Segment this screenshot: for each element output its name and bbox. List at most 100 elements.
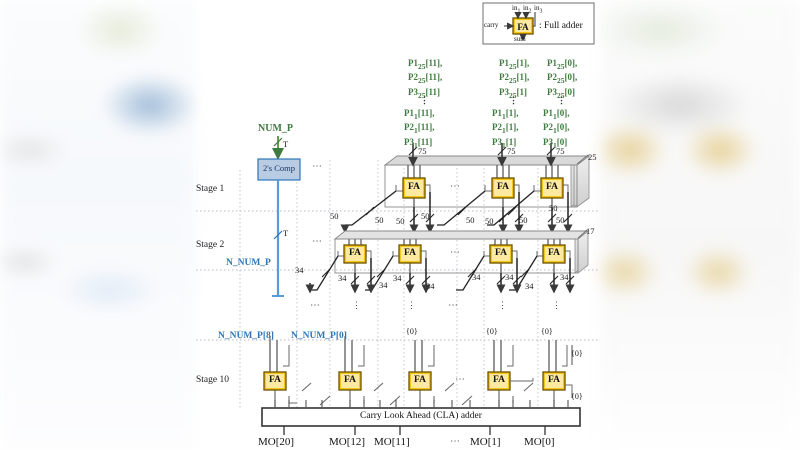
stage1-input-buses — [408, 143, 556, 167]
stage2-fa-row — [337, 239, 571, 273]
stage2-output-wires — [305, 258, 575, 294]
output-mo-11: MO[11] — [374, 436, 410, 448]
n-num-p-width-label: T — [283, 228, 289, 238]
mid-vdots-1: ⋮ — [352, 300, 361, 310]
bus-width-75-b: 75 — [507, 146, 516, 156]
pp-col1-top: P125[11], P225[11], P325[11] — [408, 58, 443, 100]
zero-const-5: {0} — [571, 392, 583, 401]
cla-adder-box[interactable] — [261, 407, 581, 427]
stage2-depth-label: 17 — [586, 226, 595, 236]
mid-hdots-left: ⋯ — [310, 300, 321, 311]
output-mo-1: MO[1] — [470, 436, 501, 448]
output-ellipsis: ⋯ — [450, 436, 461, 447]
cla-adder-label: Carry Look Ahead (CLA) adder — [360, 411, 482, 421]
n-num-p-bus — [272, 180, 284, 297]
pp-col1-bottom: P11[11], P21[11], P31[11] — [404, 108, 435, 150]
wire-34-g: 34 — [505, 272, 514, 282]
fa-label-s2-1: FA — [349, 248, 361, 258]
wire-34-b: 34 — [338, 273, 347, 283]
zero-const-3: {0} — [541, 327, 553, 336]
zero-const-2: {0} — [486, 327, 498, 336]
wire-50-h: 50 — [556, 215, 565, 225]
wire-50-c: 50 — [375, 215, 384, 225]
wire-34-i: 34 — [560, 272, 569, 282]
wire-50-f: 50 — [466, 215, 475, 225]
mid-vdots-4: ⋮ — [552, 300, 561, 310]
wire-34-f: 34 — [472, 272, 481, 282]
wire-50-g: 50 — [519, 215, 528, 225]
fa-label-s2-4: FA — [548, 248, 560, 258]
stage10-row-ellipsis: ⋯ — [455, 374, 466, 385]
stage2-3d-box — [333, 229, 590, 274]
stage1-3d-box — [383, 154, 591, 208]
pp-col1-vdots: ⋮ — [420, 95, 429, 105]
column-guide-lines — [239, 160, 539, 408]
n-num-p-label: N_NUM_P — [226, 258, 271, 268]
wire-50-d: 50 — [421, 211, 430, 221]
num-p-label: NUM_P — [258, 123, 293, 134]
num-p-input-wire — [272, 136, 284, 160]
stage1-depth-label: 25 — [588, 152, 597, 162]
legend-in1-label: in1 — [512, 4, 521, 15]
n-num-p-bit-feeders — [269, 336, 346, 340]
output-mo-12: MO[12] — [329, 436, 366, 448]
stage1-left-ellipsis: ⋯ — [312, 161, 323, 172]
legend-caption: : Full adder — [539, 21, 583, 31]
fa-label-s10-4: FA — [493, 375, 505, 385]
mid-vdots-2: ⋮ — [407, 300, 416, 310]
pp-col3-top: P125[0], P225[0], P325[0] — [547, 58, 578, 100]
wire-50-b: 50 — [396, 216, 405, 226]
stage-1-label: Stage 1 — [196, 184, 225, 194]
wire-50-e: 50 — [485, 216, 494, 226]
stage2-left-ellipsis: ⋯ — [312, 236, 323, 247]
cla-output-wires — [283, 426, 546, 435]
stage10-fa-row — [263, 340, 573, 408]
fa-label-s2-2: FA — [404, 248, 416, 258]
wire-34-c: 34 — [379, 280, 388, 290]
bus-width-75-a: 75 — [418, 146, 427, 156]
cla-input-ticks — [274, 400, 569, 408]
legend-sum-label: sum — [514, 35, 526, 43]
wire-34-a: 34 — [295, 265, 304, 275]
stage-2-label: Stage 2 — [196, 240, 225, 250]
fa-label-s10-3: FA — [414, 375, 426, 385]
output-mo-0: MO[0] — [524, 436, 555, 448]
stage-10-label: Stage 10 — [196, 375, 229, 385]
legend-in3-label: in3 — [534, 4, 543, 15]
stage1-output-wires — [340, 192, 573, 234]
wire-50-a: 50 — [330, 211, 339, 221]
pp-col2-vdots: ⋮ — [509, 95, 518, 105]
legend-fa-label: FA — [517, 22, 529, 32]
wire-34-d: 34 — [393, 273, 402, 283]
fa-label-s10-2: FA — [344, 375, 356, 385]
stage-divider-lines — [196, 210, 600, 341]
stage2-row-ellipsis: ⋯ — [450, 247, 461, 258]
pp-col3-vdots: ⋮ — [557, 95, 566, 105]
twos-comp-label: 2's Comp — [263, 163, 295, 173]
fa-label-s1-2: FA — [497, 182, 509, 192]
pp-col3-bottom: P11[0], P21[0], P31[0] — [543, 108, 570, 150]
bus-width-75-c: 75 — [556, 146, 565, 156]
stage1-fa-row — [395, 165, 569, 207]
pp-col2-top: P125[1], P225[1], P325[1] — [499, 58, 530, 100]
fa-label-s1-3: FA — [546, 182, 558, 192]
n-num-p-0-label: N_NUM_P[0] — [291, 331, 347, 341]
fa-label-s10-5: FA — [548, 375, 560, 385]
zero-const-1: {0} — [406, 327, 418, 336]
legend-box — [482, 2, 595, 45]
legend-carry-label: carry — [484, 21, 499, 29]
fa-label-s10-1: FA — [269, 375, 281, 385]
output-mo-20: MO[20] — [258, 436, 295, 448]
fa-label-s2-3: FA — [495, 248, 507, 258]
pp-col2-bottom: P11[1], P21[1], P31[1] — [492, 108, 519, 150]
zero-const-4: {0} — [571, 349, 583, 358]
num-p-width-label: T — [283, 139, 289, 149]
n-num-p-8-label: N_NUM_P[8] — [218, 331, 274, 341]
wire-50-i: 50 — [549, 203, 558, 213]
legend-in2-label: in2 — [523, 4, 532, 15]
mid-hdots: ⋯ — [448, 300, 459, 311]
stage1-row-ellipsis: ⋯ — [450, 181, 461, 192]
fa-label-s1-1: FA — [408, 182, 420, 192]
